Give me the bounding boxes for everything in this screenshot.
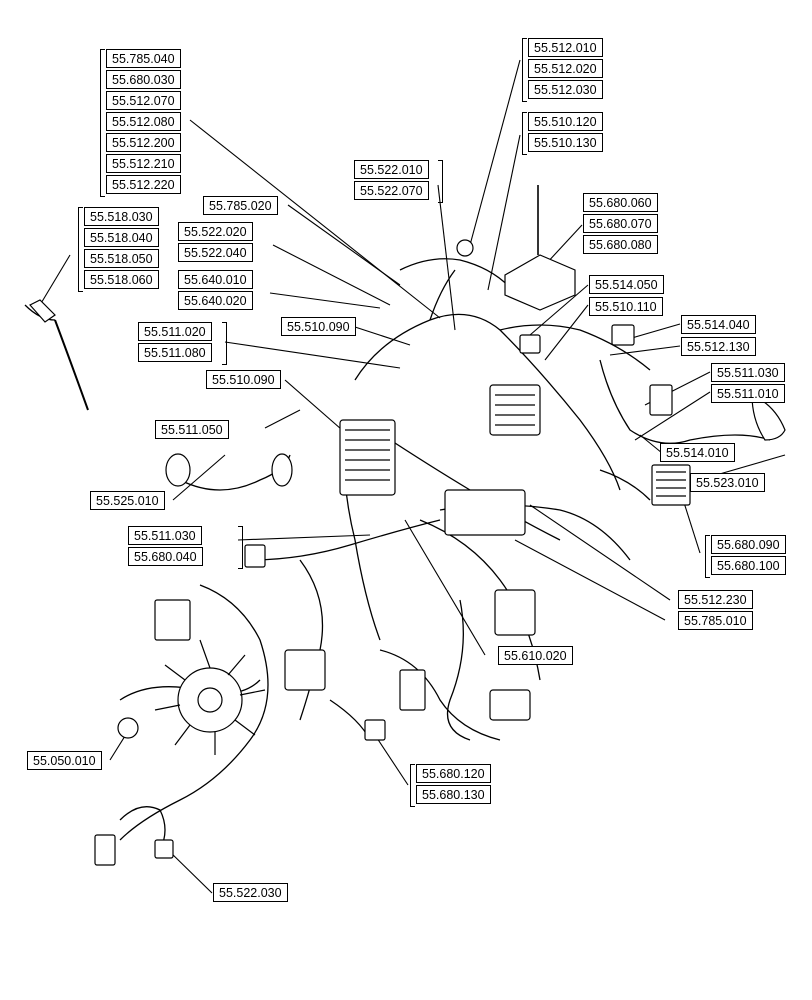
ref-label: 55.511.030 (128, 526, 202, 545)
ref-label: 55.510.090 (281, 317, 356, 336)
ref-label: 55.510.120 (528, 112, 603, 131)
ref-label: 55.785.020 (203, 196, 278, 215)
ref-label: 55.680.080 (583, 235, 658, 254)
ref-label: 55.680.130 (416, 785, 491, 804)
ref-label: 55.680.090 (711, 535, 786, 554)
ref-label: 55.512.200 (106, 133, 181, 152)
ref-label: 55.518.030 (84, 207, 159, 226)
ref-label: 55.512.030 (528, 80, 603, 99)
ref-label: 55.518.050 (84, 249, 159, 268)
ref-label: 55.640.020 (178, 291, 253, 310)
ref-label: 55.522.020 (178, 222, 253, 241)
ref-label: 55.511.050 (155, 420, 229, 439)
ref-label: 55.512.080 (106, 112, 181, 131)
ref-label: 55.514.010 (660, 443, 735, 462)
ref-label: 55.512.130 (681, 337, 756, 356)
ref-label: 55.512.230 (678, 590, 753, 609)
ref-label: 55.510.110 (589, 297, 663, 316)
ref-label: 55.511.020 (138, 322, 212, 341)
ref-label: 55.512.010 (528, 38, 603, 57)
ref-label: 55.518.040 (84, 228, 159, 247)
components (29, 185, 786, 866)
ref-label: 55.514.040 (681, 315, 756, 334)
ref-label: 55.525.010 (90, 491, 165, 510)
ref-label: 55.511.030 (711, 363, 785, 382)
ref-label: 55.785.040 (106, 49, 181, 68)
ref-label: 55.522.030 (213, 883, 288, 902)
ref-label: 55.510.090 (206, 370, 281, 389)
ref-label: 55.640.010 (178, 270, 253, 289)
ref-label: 55.680.120 (416, 764, 491, 783)
ref-label: 55.522.040 (178, 243, 253, 262)
ref-label: 55.680.100 (711, 556, 786, 575)
ref-label: 55.511.010 (711, 384, 785, 403)
ref-label: 55.522.070 (354, 181, 429, 200)
ref-label: 55.511.080 (138, 343, 212, 362)
ref-label: 55.523.010 (690, 473, 765, 492)
ref-label: 55.680.030 (106, 70, 181, 89)
ref-label: 55.680.040 (128, 547, 203, 566)
ref-label: 55.512.020 (528, 59, 603, 78)
ref-label: 55.512.210 (106, 154, 181, 173)
ref-label: 55.522.010 (354, 160, 429, 179)
ref-label: 55.680.070 (583, 214, 658, 233)
ref-label: 55.514.050 (589, 275, 664, 294)
ref-label: 55.050.010 (27, 751, 102, 770)
ref-label: 55.512.070 (106, 91, 181, 110)
ref-label: 55.680.060 (583, 193, 658, 212)
ref-label: 55.518.060 (84, 270, 159, 289)
ref-label: 55.610.020 (498, 646, 573, 665)
ref-label: 55.785.010 (678, 611, 753, 630)
ref-label: 55.512.220 (106, 175, 181, 194)
ref-label: 55.510.130 (528, 133, 603, 152)
